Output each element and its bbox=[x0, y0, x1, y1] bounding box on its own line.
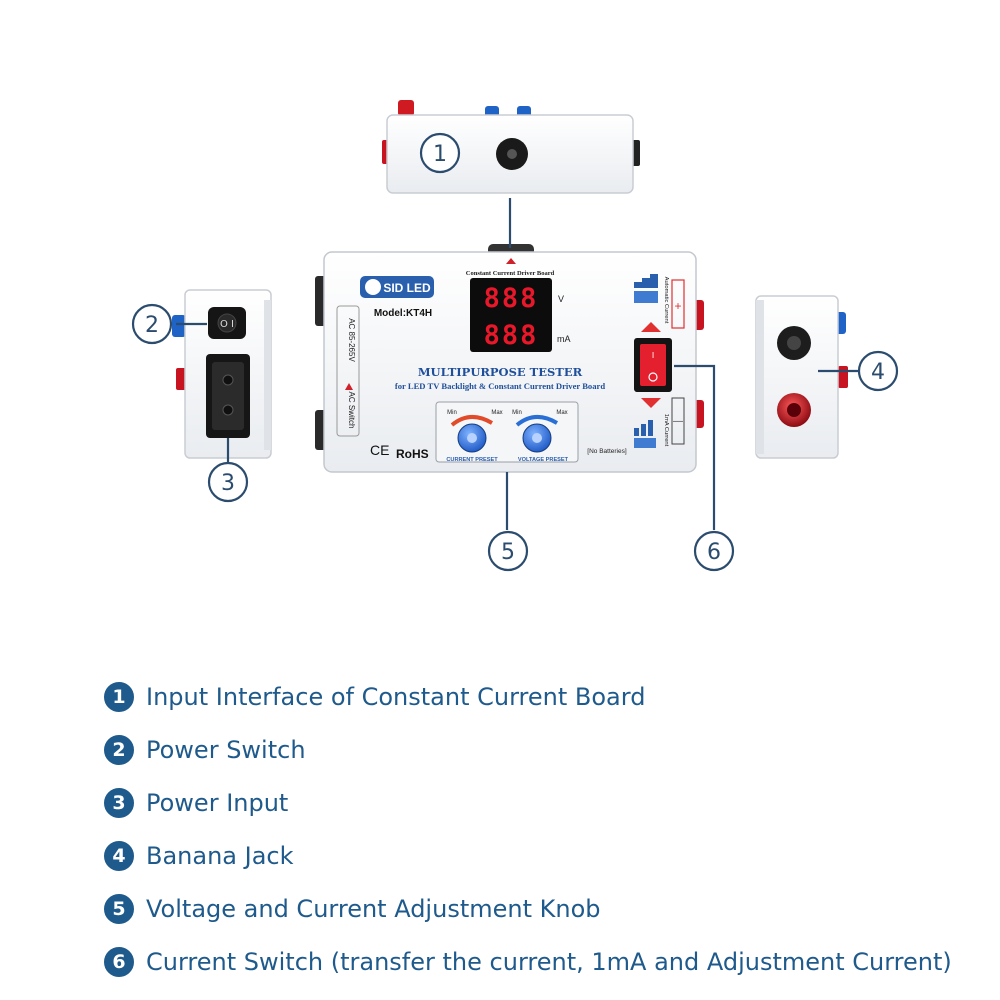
callout-number: 2 bbox=[145, 313, 159, 338]
device-label: Min bbox=[512, 410, 522, 416]
callout-number: 5 bbox=[501, 540, 515, 565]
legend-text: Banana Jack bbox=[146, 842, 294, 870]
device-label: Max bbox=[556, 410, 567, 416]
legend-number: 3 bbox=[104, 788, 134, 818]
legend-text: Current Switch (transfer the current, 1m… bbox=[146, 948, 952, 976]
svg-text:—: — bbox=[673, 416, 683, 427]
legend-item: 1 Input Interface of Constant Current Bo… bbox=[104, 677, 645, 717]
callout-6: 6 bbox=[693, 530, 735, 572]
callout-3: 3 bbox=[207, 461, 249, 503]
callout-number: 3 bbox=[221, 471, 235, 496]
device-label: SID LED bbox=[383, 281, 431, 295]
callout-number: 4 bbox=[871, 360, 885, 385]
legend-number: 5 bbox=[104, 894, 134, 924]
legend-number: 6 bbox=[104, 947, 134, 977]
device-label: V bbox=[558, 294, 564, 304]
device-label: mA bbox=[557, 334, 571, 344]
device-label: 1mA Current bbox=[663, 414, 669, 447]
svg-text:O I: O I bbox=[220, 319, 234, 330]
callout-number: 6 bbox=[707, 540, 721, 565]
device-label: 888 bbox=[484, 283, 539, 314]
device-label: Automatic Current bbox=[663, 277, 669, 324]
device-diagram: O I SID LED Model:KT4H AC 85-265V AC Swi… bbox=[131, 100, 899, 572]
device-label: MULTIPURPOSE TESTER bbox=[418, 365, 583, 379]
device-label: Max bbox=[491, 410, 502, 416]
device-label: RoHS bbox=[396, 447, 429, 461]
device-label: VOLTAGE PRESET bbox=[518, 457, 569, 463]
device-label: CE bbox=[370, 442, 389, 458]
device-label: Model:KT4H bbox=[374, 308, 432, 319]
legend-text: Input Interface of Constant Current Boar… bbox=[146, 683, 646, 711]
tester-main-unit: SID LED Model:KT4H AC 85-265V AC Switch … bbox=[315, 244, 704, 473]
legend-item: 2 Power Switch bbox=[104, 730, 306, 770]
legend-number: 2 bbox=[104, 735, 134, 765]
legend-text: Power Input bbox=[146, 789, 289, 817]
device-label: AC 85-265V bbox=[347, 318, 356, 362]
power-module: O I bbox=[172, 289, 272, 459]
device-label: [No Batteries] bbox=[587, 448, 627, 455]
callout-1: 1 bbox=[419, 132, 461, 174]
legend-item: 5 Voltage and Current Adjustment Knob bbox=[104, 889, 601, 929]
device-label: for LED TV Backlight & Constant Current … bbox=[395, 381, 605, 391]
callout-5: 5 bbox=[487, 530, 529, 572]
device-label: 888 bbox=[484, 320, 539, 351]
legend-item: 3 Power Input bbox=[104, 783, 288, 823]
legend-item: 6 Current Switch (transfer the current, … bbox=[104, 942, 952, 982]
svg-text:+: + bbox=[674, 299, 681, 313]
device-label: CURRENT PRESET bbox=[446, 457, 498, 463]
legend-text: Voltage and Current Adjustment Knob bbox=[146, 895, 601, 923]
legend-number: 1 bbox=[104, 682, 134, 712]
callout-lines bbox=[176, 198, 858, 530]
voltage-current-display bbox=[470, 278, 552, 352]
device-label: AC Switch bbox=[347, 392, 356, 429]
device-label: Constant Current Driver Board bbox=[466, 270, 555, 277]
legend-text: Power Switch bbox=[146, 736, 306, 764]
callout-number: 1 bbox=[433, 142, 447, 167]
callout-4: 4 bbox=[857, 350, 899, 392]
legend-item: 4 Banana Jack bbox=[104, 836, 294, 876]
svg-text:I: I bbox=[652, 351, 654, 360]
callout-2: 2 bbox=[131, 303, 173, 345]
input-interface-module bbox=[382, 100, 640, 194]
device-label: Min bbox=[447, 410, 457, 416]
banana-jack-module bbox=[755, 295, 848, 459]
legend-number: 4 bbox=[104, 841, 134, 871]
